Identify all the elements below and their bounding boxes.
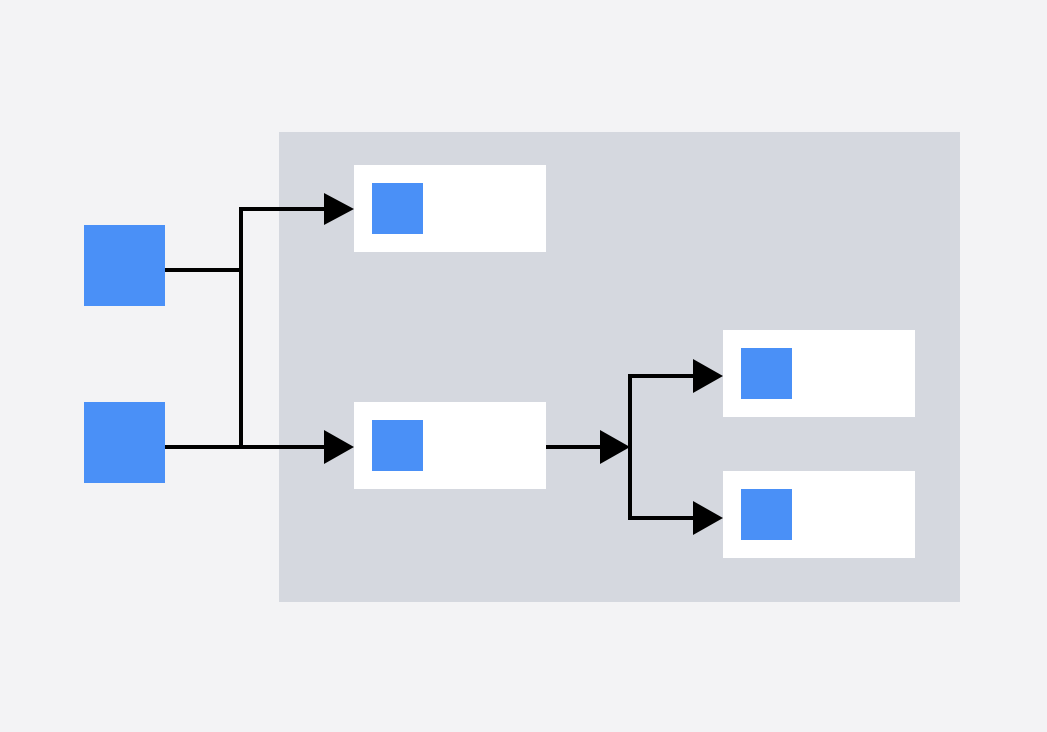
node-right-top-card[interactable] [723, 330, 915, 417]
node-right-bottom-icon [741, 489, 792, 540]
node-middle-icon [372, 420, 423, 471]
node-middle-card[interactable] [354, 402, 546, 489]
node-top-card[interactable] [354, 165, 546, 252]
node-top-icon [372, 183, 423, 234]
node-right-top-icon [741, 348, 792, 399]
source-b-square[interactable] [84, 402, 165, 483]
source-a-square[interactable] [84, 225, 165, 306]
node-right-bottom-card[interactable] [723, 471, 915, 558]
